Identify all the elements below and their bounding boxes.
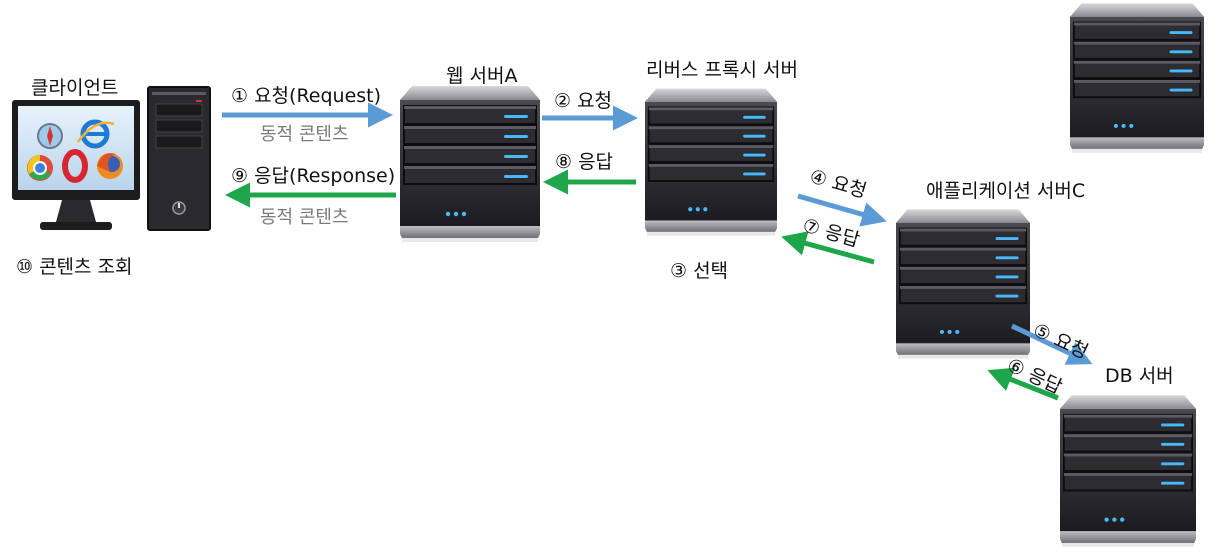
step-3-label: ③ 선택 [670,260,729,282]
arrow-request-5 [1010,323,1093,365]
step-2-label: ② 요청 [554,90,613,112]
web-server-label: 웹 서버A [446,65,518,87]
pc-tower-icon [147,86,211,231]
step-1-label: ① 요청(Request) [231,85,382,107]
reverse-proxy-label: 리버스 프록시 서버 [646,59,798,81]
server-icon-app [896,208,1030,360]
db-server-label: DB 서버 [1105,365,1174,387]
client-label: 클라이언트 [31,77,119,99]
arrow-request-4 [797,193,887,227]
step-8-label: ⑧ 응답 [555,151,614,173]
step-10-label: ⑩ 콘텐츠 조회 [16,256,133,278]
chrome-icon [27,155,53,181]
server-icon-proxy [645,87,777,237]
step-9-label: ⑨ 응답(Response) [231,165,396,187]
firefox-icon [97,153,123,179]
ie-icon [76,119,115,149]
arrow-response-6 [987,367,1059,401]
opera-icon [62,149,88,183]
app-server-label: 애플리케이션 서버C [926,180,1086,202]
server-icon-web [400,86,540,243]
server-icon-extra [1070,2,1204,154]
arrow-response-7 [781,231,875,265]
safari-icon [37,123,63,149]
step-9-sublabel: 동적 콘텐츠 [260,207,349,228]
step-1-sublabel: 동적 콘텐츠 [260,124,349,145]
server-icon-db [1060,394,1196,548]
